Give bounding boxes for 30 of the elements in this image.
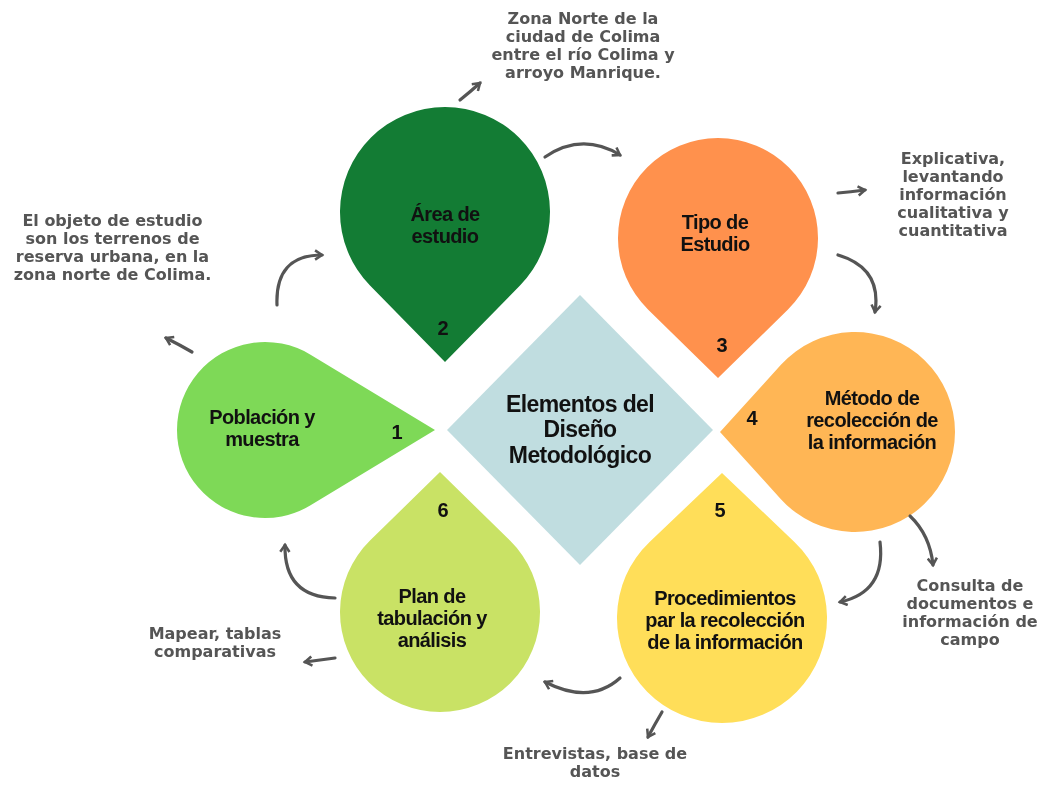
description-text: Entrevistas, base de datos — [495, 745, 695, 781]
curved-arrow — [908, 514, 938, 567]
step-title: Procedimientos par la recolección de la información — [644, 587, 806, 653]
step-number: 6 — [437, 498, 449, 522]
curved-arrow — [543, 142, 622, 159]
curved-arrow — [645, 710, 664, 739]
description-text: Consulta de documentos e información de campo — [895, 577, 1045, 649]
step-number: 1 — [391, 420, 403, 444]
curved-arrow — [838, 540, 883, 606]
curved-arrow — [275, 249, 324, 307]
step-number: 2 — [437, 316, 449, 340]
step-title: Tipo de Estudio — [679, 211, 751, 255]
center-title: Elementos del Diseño Metodológico — [504, 392, 656, 468]
curved-arrow — [543, 676, 622, 695]
step-number: 5 — [714, 498, 726, 522]
step-title: Población y muestra — [208, 406, 316, 450]
description-text: Mapear, tablas comparativas — [120, 625, 310, 661]
description-text: Explicativa, levantando información cualitativa y cuantitativa — [863, 150, 1043, 240]
step-title: Plan de tabulación y análisis — [376, 585, 488, 651]
curved-arrow — [458, 81, 482, 102]
step-title: Área de estudio — [409, 203, 481, 247]
curved-arrow — [836, 185, 867, 197]
curved-arrow — [279, 543, 337, 600]
description-text: El objeto de estudio son los terrenos de reserva urbana, en la zona norte de Colima. — [5, 212, 220, 284]
step-number: 3 — [716, 333, 728, 357]
curved-arrow — [303, 655, 337, 667]
description-text: Zona Norte de la ciudad de Colima entre el río Colima y arroyo Manrique. — [483, 10, 683, 82]
curved-arrow — [836, 253, 882, 314]
step-number: 4 — [746, 406, 758, 430]
step-title: Método de recolección de la información — [805, 387, 939, 453]
